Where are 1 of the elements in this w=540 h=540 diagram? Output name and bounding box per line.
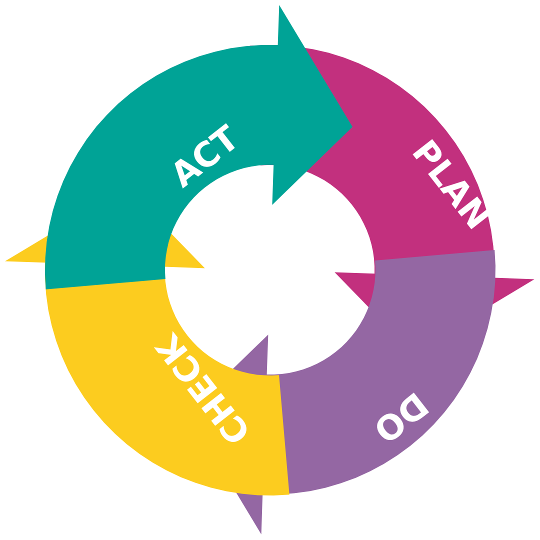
stage-label: DO (367, 386, 434, 448)
